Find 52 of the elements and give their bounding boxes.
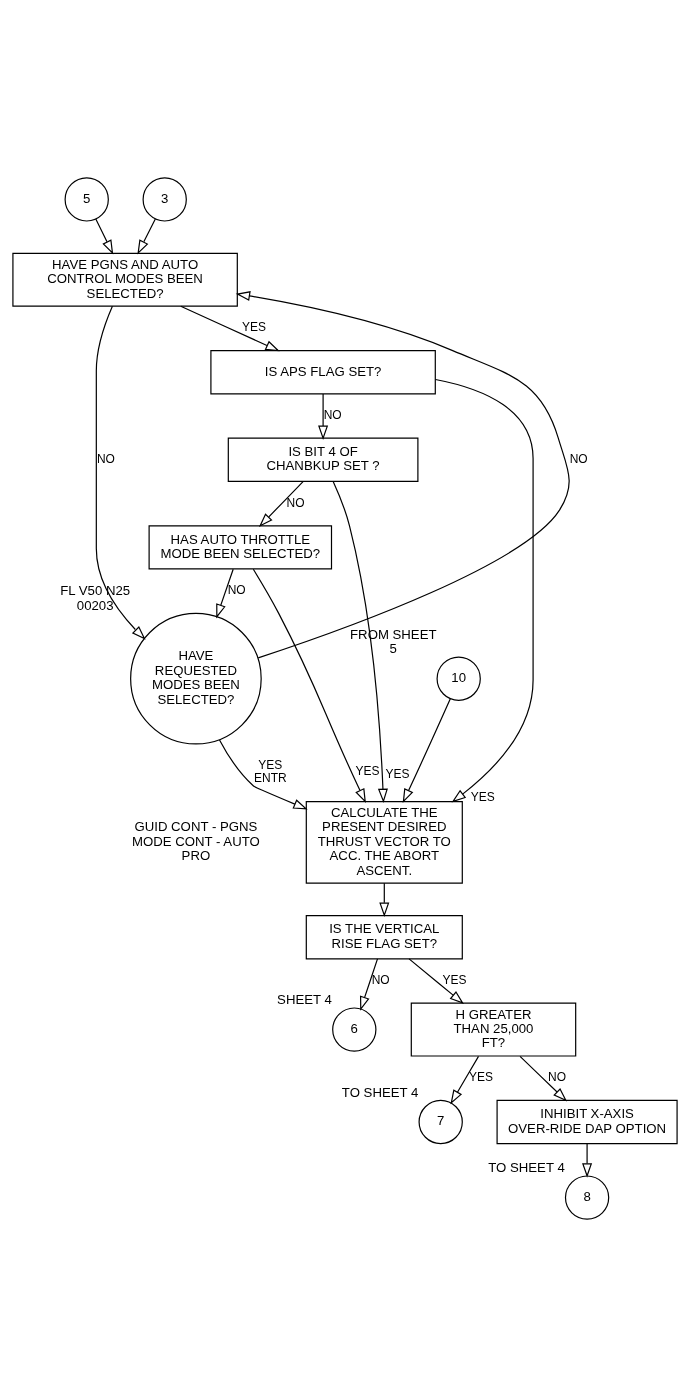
arrow	[519, 1055, 568, 1102]
node-box: CALCULATE THE PRESENT DESIRED THRUST VECTOR TO ACC. THE ABORT ASCENT.	[305, 801, 463, 884]
label: GUID CONT - PGNS MODE CONT - AUTO PRO	[132, 819, 260, 864]
node-circle: 6	[332, 1007, 377, 1052]
node-label: TO SHEET 4	[488, 1160, 565, 1176]
node-box: INHIBIT X-AXIS OVER-RIDE DAP OPTION	[496, 1099, 678, 1145]
node-circle: 10	[436, 656, 481, 701]
arrow	[318, 393, 329, 440]
arrow	[216, 568, 234, 619]
node-box: HAS AUTO THROTTLE MODE BEEN SELECTED?	[148, 525, 333, 570]
node-circle: 8	[564, 1175, 610, 1220]
arrow	[359, 958, 379, 1011]
node-box: HAVE PGNS AND AUTO CONTROL MODES BEEN SELECTED?	[12, 252, 238, 307]
arrow	[252, 568, 366, 804]
edge-label: NO	[227, 583, 246, 598]
arrow	[450, 1055, 480, 1105]
node-box: H GREATER THAN 25,000 FT?	[410, 1002, 577, 1057]
node-circle: 5	[64, 177, 109, 222]
arrow	[180, 305, 280, 352]
node-box: IS THE VERTICAL RISE FLAG SET?	[305, 915, 463, 960]
edge-label: NO	[96, 451, 115, 466]
arrow	[379, 882, 390, 917]
edge-label: YES	[442, 973, 467, 988]
node-box: IS BIT 4 OF CHANBKUP SET ?	[227, 437, 419, 482]
arrow	[582, 1143, 593, 1178]
edge-label: NO	[569, 451, 588, 466]
edge-label: NO	[286, 495, 305, 510]
edge-label: YES	[242, 320, 267, 335]
arrow	[235, 291, 570, 659]
arrow	[402, 698, 451, 804]
arrow	[408, 958, 464, 1005]
arrow	[332, 480, 388, 804]
edge-label: YES	[385, 766, 410, 781]
arrow	[95, 305, 146, 640]
arrow	[258, 481, 304, 528]
arrow	[218, 739, 308, 810]
arrow	[95, 218, 114, 255]
node-label: TO SHEET 4	[341, 1084, 419, 1100]
edge-label: YES	[470, 789, 495, 804]
node-label: FL V50 N25 00203	[60, 583, 131, 613]
node-label: SHEET 4	[277, 992, 332, 1008]
arrow	[137, 218, 156, 255]
edge-label: NO	[371, 973, 390, 988]
edge-label: NO	[548, 1070, 567, 1085]
edge-label: YES	[355, 763, 380, 778]
node-circle: 7	[418, 1099, 463, 1145]
edge-label: YES ENTR	[253, 758, 287, 786]
edge-label: NO	[323, 407, 342, 422]
node-box: IS APS FLAG SET?	[210, 350, 436, 395]
node-circle: 3	[142, 177, 187, 222]
edge-label: YES	[468, 1070, 493, 1085]
arrow	[434, 378, 534, 803]
